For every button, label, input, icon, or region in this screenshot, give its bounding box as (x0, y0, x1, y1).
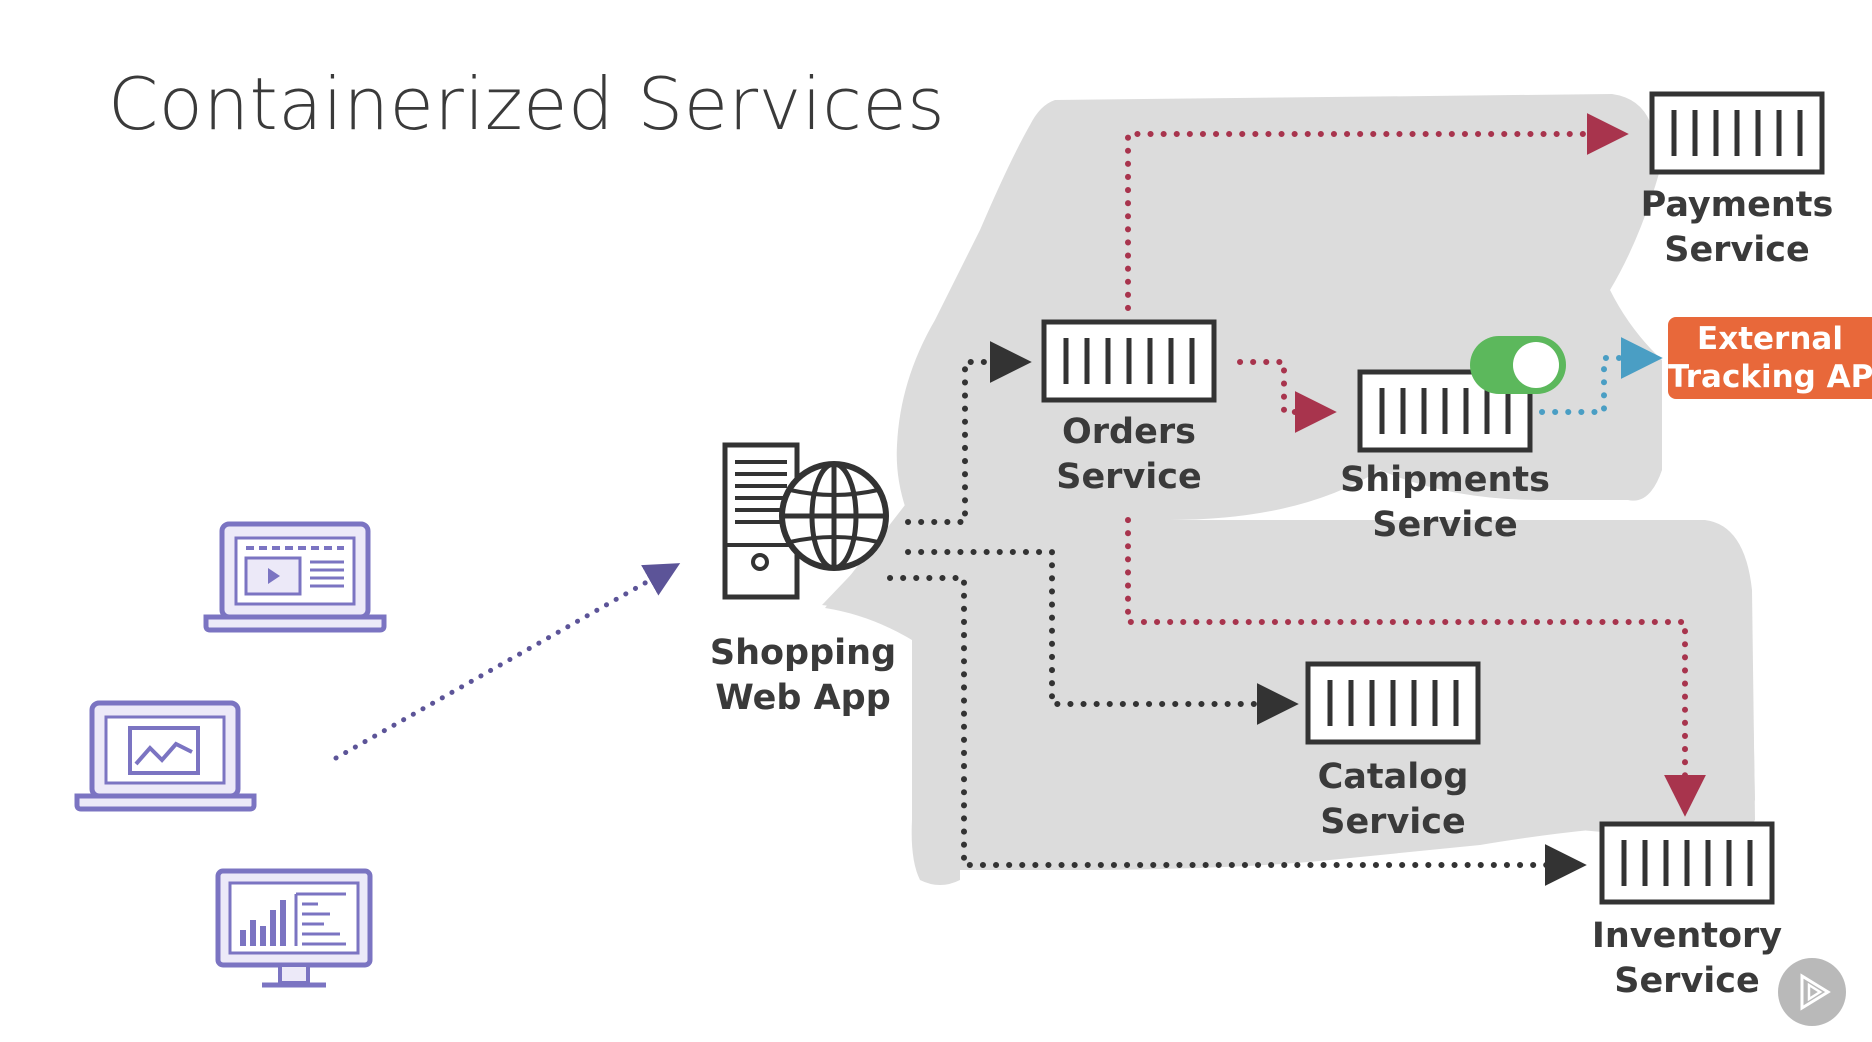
catalog-service-line2: Service (1320, 802, 1466, 842)
inventory-service-label: Inventory Service (1562, 914, 1812, 1004)
web-app-line1: Shopping (709, 633, 897, 673)
shipments-service-line1: Shipments (1340, 460, 1550, 500)
external-api-line2: Tracking API (1668, 359, 1872, 395)
arrow-clients-to-web-app (333, 563, 681, 761)
orders-service-line1: Orders (1062, 412, 1196, 452)
laptop-chart-icon (74, 700, 257, 812)
inventory-service-line1: Inventory (1591, 916, 1783, 956)
server-globe-icon (722, 442, 889, 600)
laptop-video-icon (203, 521, 387, 633)
shipments-service-line2: Service (1372, 505, 1518, 545)
payments-service-label: Payments Service (1612, 183, 1862, 273)
arrow-shipments-to-external-api (1539, 337, 1663, 415)
container-icon (1599, 821, 1775, 905)
web-app-line2: Web App (715, 678, 891, 718)
cluster-region-left (825, 505, 960, 885)
inventory-service-line2: Service (1614, 961, 1760, 1001)
shipments-service-label: Shipments Service (1320, 458, 1570, 548)
orders-service-line2: Service (1056, 457, 1202, 497)
payments-service-line2: Service (1664, 230, 1810, 270)
play-button[interactable] (1778, 958, 1846, 1026)
container-icon (1305, 661, 1481, 745)
orders-service-label: Orders Service (1004, 410, 1254, 500)
external-tracking-api-badge: External Tracking API (1668, 317, 1872, 399)
play-icon (1800, 973, 1831, 1011)
catalog-service-label: Catalog Service (1268, 755, 1518, 845)
monitor-dashboard-icon (215, 868, 373, 988)
arrow-web-to-inventory (887, 575, 1587, 886)
toggle-icon (1470, 336, 1566, 394)
container-icon (1649, 91, 1825, 175)
arrow-orders-to-payments (1125, 113, 1629, 311)
arrow-orders-to-inventory (1125, 517, 1706, 817)
page-title: Containerized Services (108, 62, 946, 146)
catalog-service-line1: Catalog (1317, 757, 1469, 797)
arrow-web-to-catalog (905, 549, 1299, 725)
arrow-web-to-orders (905, 341, 1032, 525)
cluster-region-lower (1090, 520, 1755, 841)
external-api-line1: External (1697, 321, 1843, 357)
payments-service-line1: Payments (1640, 185, 1834, 225)
web-app-label: Shopping Web App (678, 631, 928, 721)
container-icon (1041, 319, 1217, 403)
